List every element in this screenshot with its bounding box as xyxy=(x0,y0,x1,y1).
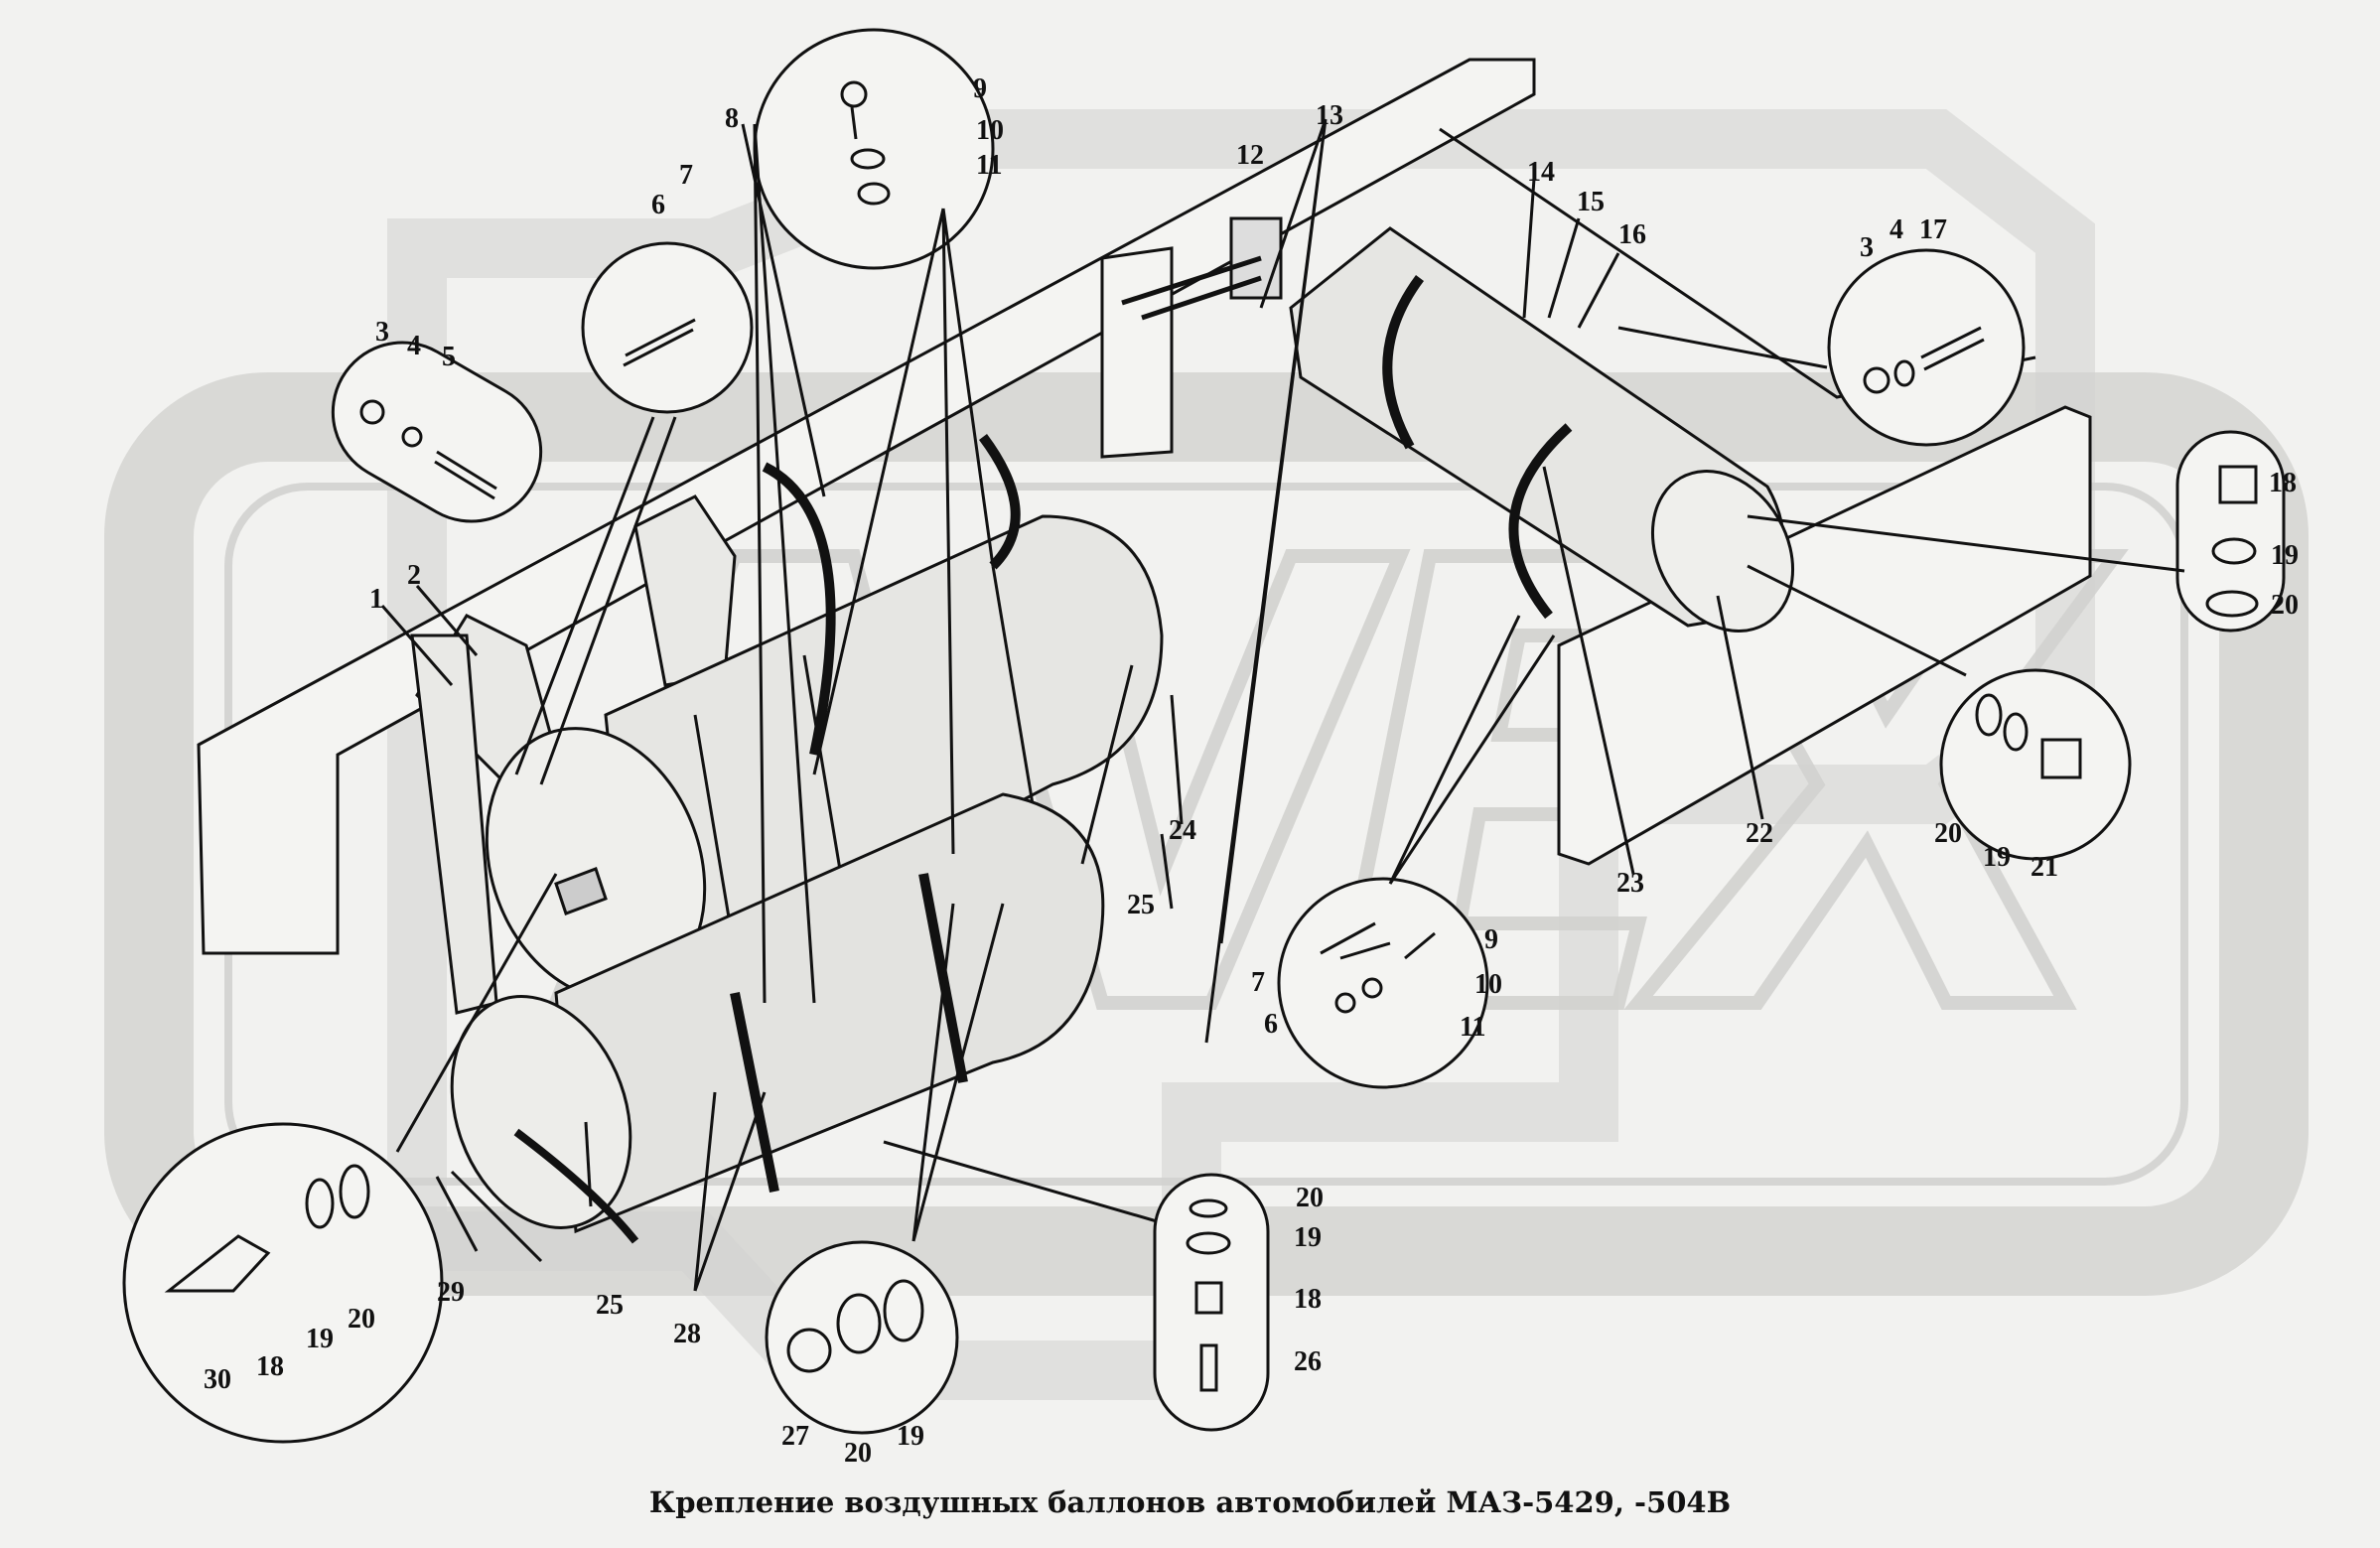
callout-20-lower: 20 xyxy=(1296,1183,1324,1213)
diagram-title: Крепление воздушных баллонов автомобилей… xyxy=(648,1485,1732,1519)
callout-3-right: 3 xyxy=(1860,232,1874,263)
detail-parts xyxy=(164,80,2259,1392)
callout-3: 3 xyxy=(375,317,389,348)
tank-lower-left-end xyxy=(450,995,632,1229)
frame-rails xyxy=(197,58,2092,955)
callout-27: 27 xyxy=(781,1421,809,1452)
tank-upper-left-fitting xyxy=(554,867,608,915)
callout-23: 23 xyxy=(1616,868,1644,899)
callout-25-upper: 25 xyxy=(1127,890,1155,920)
callout-7-lower: 7 xyxy=(1251,967,1265,998)
tank-upper-left-body xyxy=(604,514,1164,1006)
detail-circle-19-20-21 xyxy=(1939,668,2132,861)
left-brackets xyxy=(410,494,737,1015)
callout-20-left: 20 xyxy=(348,1304,375,1335)
callout-29: 29 xyxy=(437,1277,465,1308)
callout-9-lower: 9 xyxy=(1484,924,1498,955)
callout-13: 13 xyxy=(1316,100,1343,131)
callout-11-lower: 11 xyxy=(1460,1012,1485,1043)
detail-circle-6-7 xyxy=(581,241,754,414)
callout-2: 2 xyxy=(407,560,421,591)
detail-circle-19-20-27 xyxy=(765,1240,959,1435)
callout-22: 22 xyxy=(1746,818,1773,849)
callout-15: 15 xyxy=(1577,187,1605,217)
detail-circle-6-7-9-10-11 xyxy=(1277,877,1489,1089)
callout-6-lower: 6 xyxy=(1264,1009,1278,1040)
tank-upper-left xyxy=(485,434,1164,1006)
callout-8: 8 xyxy=(725,103,739,134)
callout-labels: 1 2 3 4 5 6 7 8 9 10 11 12 13 14 15 16 3… xyxy=(204,73,2299,1469)
callout-18-right: 18 xyxy=(2269,468,2297,498)
callout-1: 1 xyxy=(369,584,383,615)
strap-upper-2 xyxy=(978,434,1021,570)
callout-18-lower: 18 xyxy=(1294,1284,1322,1315)
leader-lines xyxy=(380,118,2185,1292)
strap-right-1 xyxy=(1382,275,1425,450)
cross-member xyxy=(1100,246,1174,459)
callout-25-lower: 25 xyxy=(596,1290,624,1321)
callout-20-bottom: 20 xyxy=(844,1438,872,1469)
bracket-left-rear xyxy=(633,494,737,687)
callout-16: 16 xyxy=(1618,219,1646,250)
callout-19-right: 19 xyxy=(2271,540,2299,571)
callout-9: 9 xyxy=(973,73,987,104)
callout-20-circle: 20 xyxy=(1934,818,1962,849)
callout-10-lower: 10 xyxy=(1474,969,1502,1000)
callout-10: 10 xyxy=(976,115,1004,146)
detail-capsule-3-4-5 xyxy=(331,341,543,523)
callout-17: 17 xyxy=(1919,214,1947,245)
detail-capsule-18-19-20 xyxy=(2175,430,2286,633)
detail-circle-9-10-11 xyxy=(753,28,995,270)
tank-lower-left xyxy=(450,792,1105,1244)
strap-upper-1 xyxy=(762,462,836,757)
callout-26: 26 xyxy=(1294,1346,1322,1377)
callout-4-right: 4 xyxy=(1890,214,1903,245)
strap-right-2 xyxy=(1508,423,1573,620)
callout-5: 5 xyxy=(442,342,456,372)
callout-12: 12 xyxy=(1236,140,1264,171)
detail-circle-18-19-20-30 xyxy=(122,1122,444,1444)
callout-21: 21 xyxy=(2030,852,2058,883)
callout-18-left: 18 xyxy=(256,1351,284,1382)
tank-lower-left-body xyxy=(554,792,1105,1234)
strap-lower-1 xyxy=(730,992,779,1193)
callout-4: 4 xyxy=(407,331,421,361)
callout-19-lower: 19 xyxy=(1294,1222,1322,1253)
callout-30: 30 xyxy=(204,1364,231,1395)
callout-11: 11 xyxy=(976,150,1002,181)
callout-19-left: 19 xyxy=(306,1324,334,1354)
detail-capsule-18-19-20-26 xyxy=(1153,1173,1270,1432)
tank-right xyxy=(1121,216,1795,633)
callout-19-circle: 19 xyxy=(1983,842,2011,873)
right-frame-rail xyxy=(1557,405,2092,866)
callout-6: 6 xyxy=(651,190,665,220)
callout-19-bottom: 19 xyxy=(897,1421,924,1452)
callout-20-right: 20 xyxy=(2271,590,2299,621)
callout-28: 28 xyxy=(673,1319,701,1349)
callout-7: 7 xyxy=(679,160,693,191)
detail-circle-3-4-17 xyxy=(1827,248,2026,447)
callout-14: 14 xyxy=(1527,157,1555,188)
callout-24: 24 xyxy=(1169,815,1196,846)
